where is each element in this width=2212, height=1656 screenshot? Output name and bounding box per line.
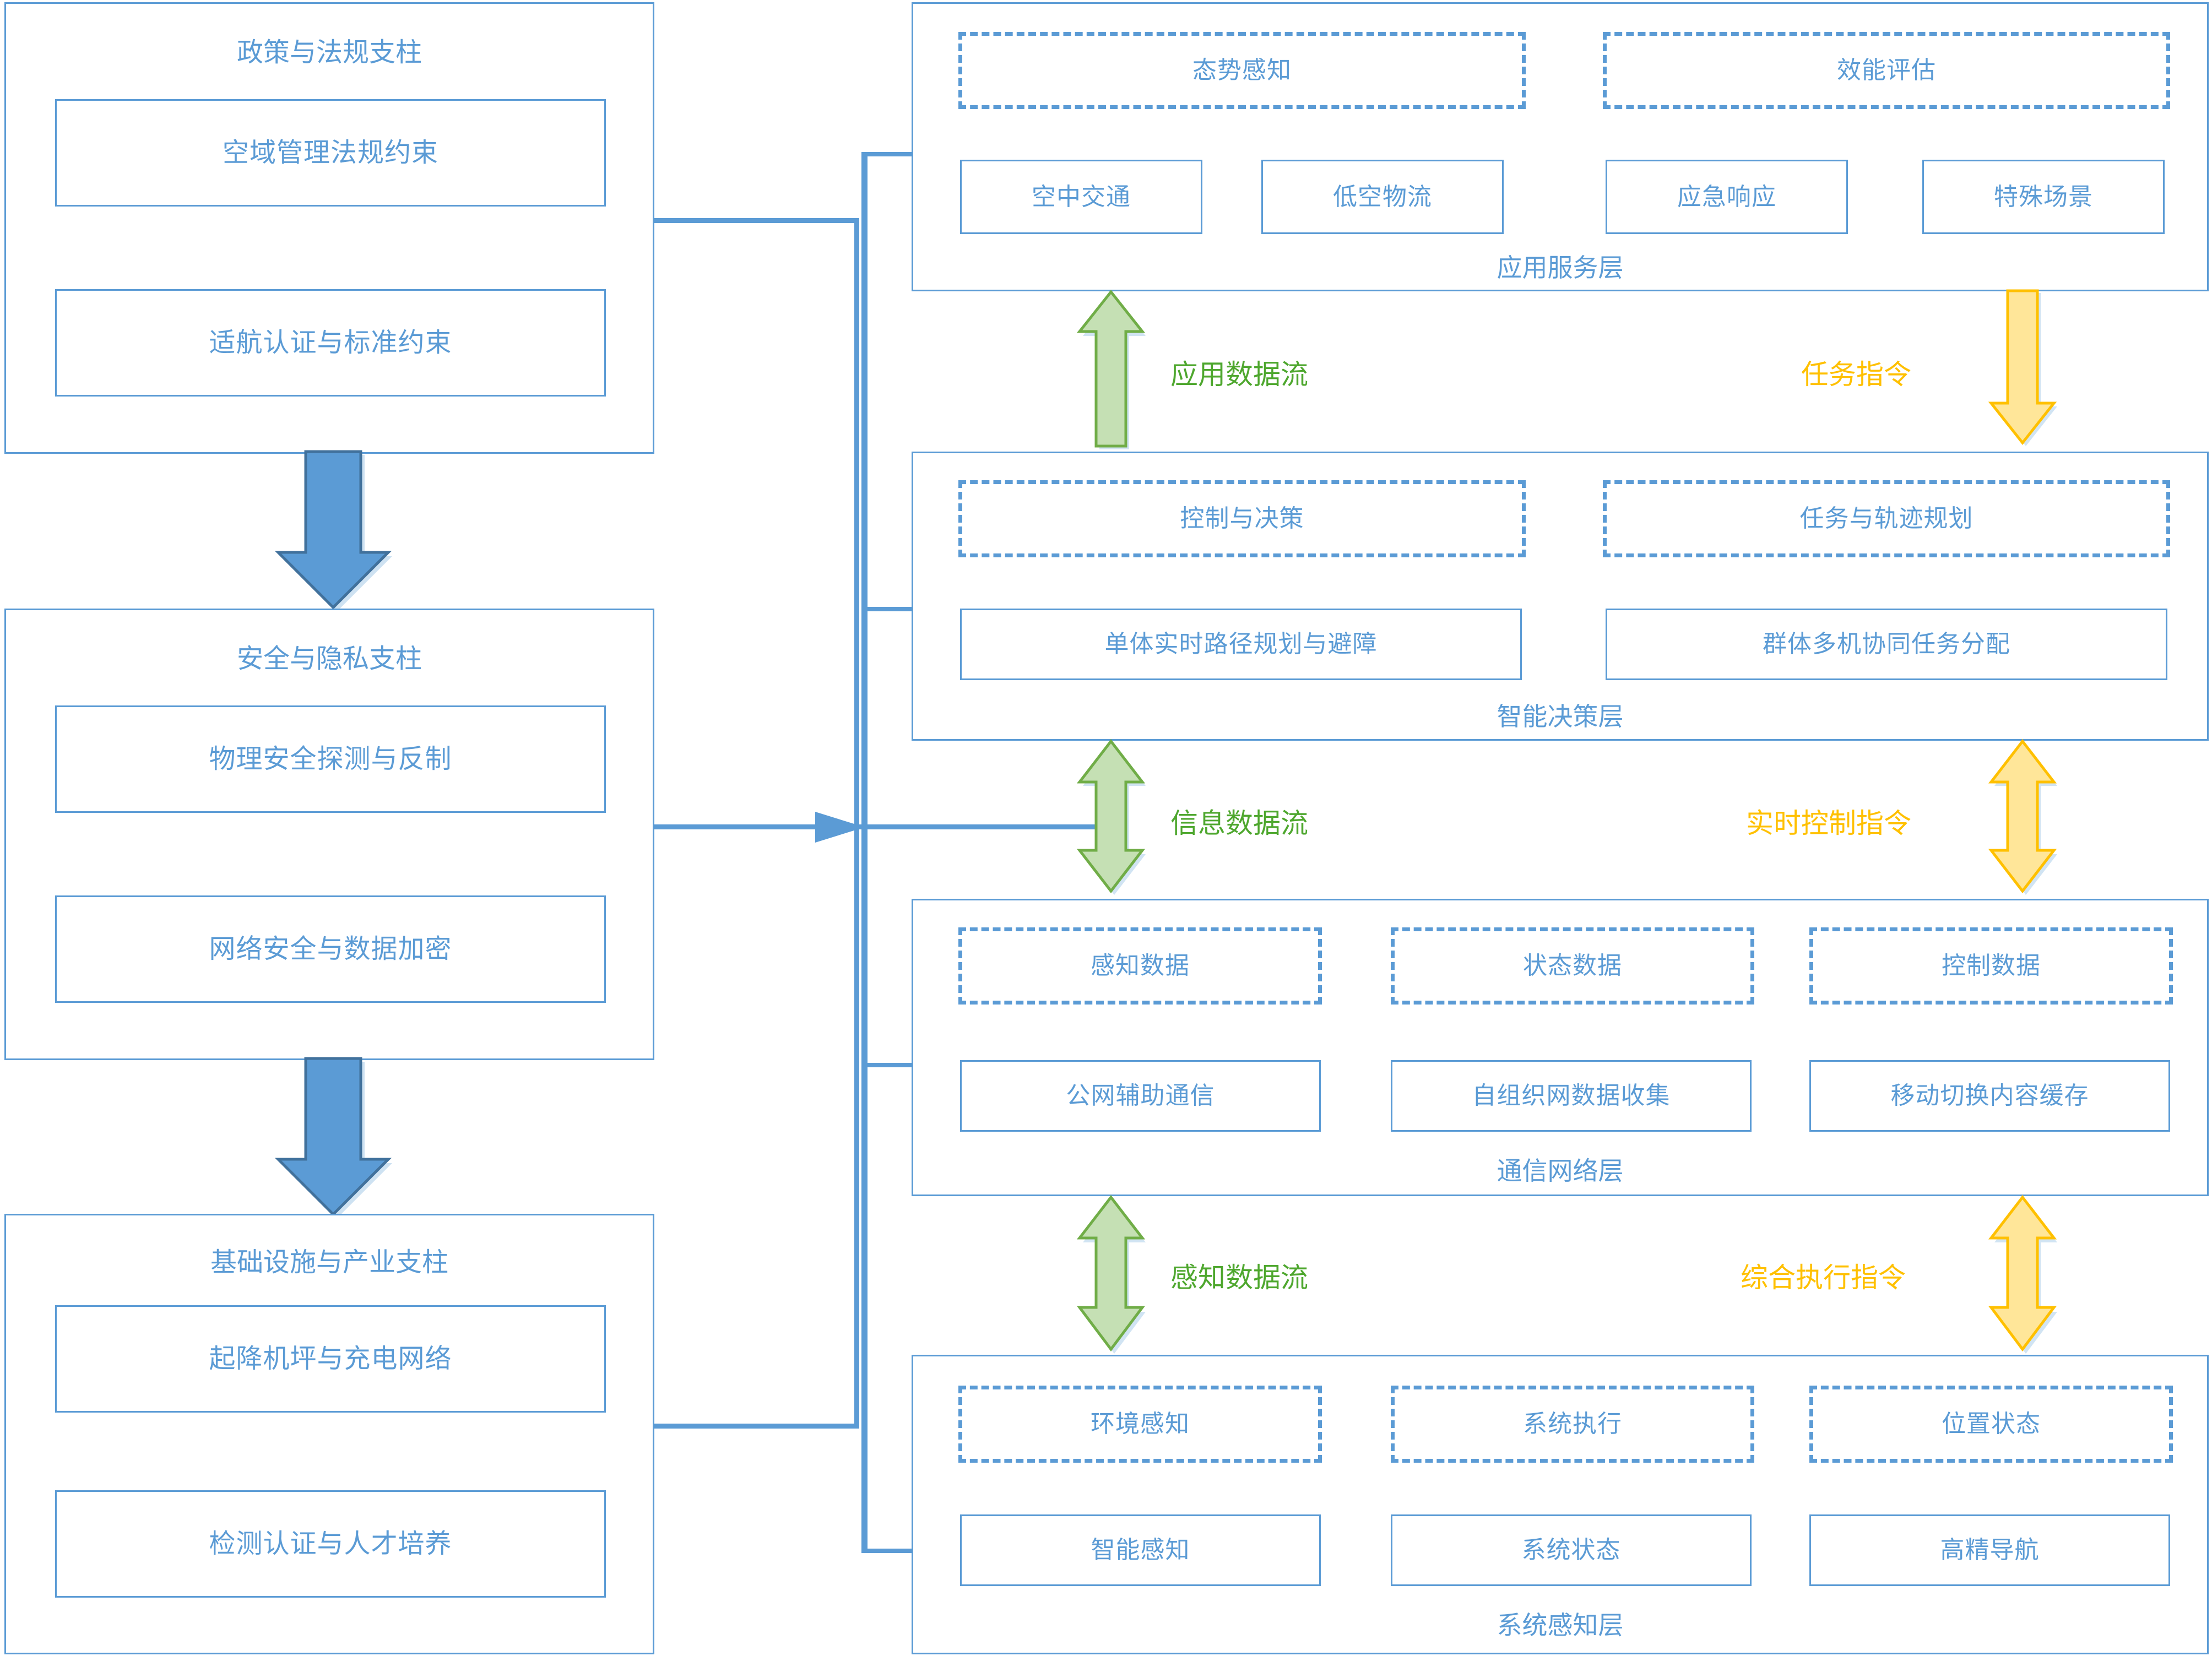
layer-solid-box: 公网辅助通信: [960, 1060, 1321, 1132]
dashed-box-label: 控制与决策: [1180, 505, 1304, 532]
layer-solid-box: 空中交通: [960, 160, 1202, 234]
pillar-item-box: 检测认证与人才培养: [55, 1490, 606, 1598]
bracket-right-spine: [861, 154, 868, 1553]
flow-label-application-data: 应用数据流: [1170, 359, 1308, 390]
layer-dashed-box: 态势感知: [958, 32, 1526, 109]
pillar-item-box: 网络安全与数据加密: [55, 895, 606, 1003]
bracket-left-stub-mid: [653, 824, 859, 829]
pillar-item-label: 空域管理法规约束: [222, 138, 438, 167]
solid-box-label: 公网辅助通信: [1066, 1082, 1215, 1109]
solid-box-label: 智能感知: [1091, 1536, 1190, 1563]
solid-box-label: 自组织网数据收集: [1472, 1082, 1671, 1109]
bracket-right-stub-4: [861, 1549, 914, 1553]
layer-solid-box: 系统状态: [1391, 1514, 1752, 1586]
pillar-title: 基础设施与产业支柱: [210, 1248, 448, 1277]
bracket-left-stub-bottom: [653, 1424, 859, 1429]
layer-solid-box: 自组织网数据收集: [1391, 1060, 1752, 1132]
solid-box-label: 低空物流: [1333, 183, 1432, 210]
layer-dashed-box: 状态数据: [1391, 927, 1754, 1005]
solid-box-label: 空中交通: [1032, 183, 1131, 210]
layer-dashed-box: 任务与轨迹规划: [1603, 480, 2170, 557]
solid-box-label: 高精导航: [1940, 1536, 2040, 1563]
pillar-down-arrow: [270, 450, 402, 611]
flow-arrow-down-amber: [1988, 289, 2060, 448]
dashed-box-label: 环境感知: [1091, 1410, 1190, 1437]
flow-arrow-bidirectional-green: [1076, 739, 1148, 899]
flow-label-integrated-execution: 综合执行指令: [1741, 1262, 1906, 1293]
dashed-box-label: 系统执行: [1523, 1410, 1622, 1437]
flow-label-sensing-data: 感知数据流: [1170, 1262, 1308, 1293]
layer-solid-box: 群体多机协同任务分配: [1606, 609, 2167, 680]
bracket-right-stub-3: [861, 1063, 914, 1067]
pillar-item-box: 起降机坪与充电网络: [55, 1305, 606, 1413]
solid-box-label: 单体实时路径规划与避障: [1104, 631, 1378, 658]
pillar-item-label: 适航认证与标准约束: [209, 328, 452, 357]
flow-arrow-bidirectional-amber: [1988, 1195, 2060, 1358]
pillar-item-label: 物理安全探测与反制: [209, 744, 452, 774]
layer-name: 智能决策层: [1497, 703, 1624, 731]
layer-name: 通信网络层: [1497, 1157, 1624, 1185]
layer-solid-box: 移动切换内容缓存: [1809, 1060, 2170, 1132]
layer-solid-box: 智能感知: [960, 1514, 1321, 1586]
pillar-item-box: 空域管理法规约束: [55, 99, 606, 207]
layer-name: 应用服务层: [1497, 254, 1624, 282]
dashed-box-label: 任务与轨迹规划: [1799, 505, 1974, 532]
flow-arrow-bidirectional-green: [1076, 1195, 1148, 1358]
pillar-item-box: 物理安全探测与反制: [55, 705, 606, 813]
layer-solid-box: 高精导航: [1809, 1514, 2170, 1586]
layer-dashed-box: 控制数据: [1809, 927, 2173, 1005]
flow-arrow-up-green: [1076, 289, 1148, 449]
solid-box-label: 系统状态: [1521, 1536, 1621, 1563]
flow-label-information-data: 信息数据流: [1170, 808, 1308, 839]
layer-dashed-box: 控制与决策: [958, 480, 1526, 557]
pillar-item-label: 起降机坪与充电网络: [209, 1344, 452, 1373]
layer-dashed-box: 位置状态: [1809, 1386, 2173, 1463]
layer-solid-box: 特殊场景: [1922, 160, 2165, 234]
pillar-down-arrow: [270, 1057, 402, 1218]
dashed-box-label: 状态数据: [1523, 952, 1622, 979]
layer-solid-box: 应急响应: [1606, 160, 1848, 234]
layer-dashed-box: 效能评估: [1603, 32, 2170, 109]
flow-label-realtime-control: 实时控制指令: [1746, 808, 1911, 839]
flow-arrow-bidirectional-amber: [1988, 739, 2060, 899]
solid-box-label: 移动切换内容缓存: [1890, 1082, 2089, 1109]
dashed-box-label: 感知数据: [1091, 952, 1190, 979]
bracket-right-stub-2: [861, 607, 914, 611]
layer-solid-box: 低空物流: [1261, 160, 1504, 234]
solid-box-label: 特殊场景: [1994, 183, 2093, 210]
dashed-box-label: 效能评估: [1837, 57, 1936, 84]
pillar-item-label: 网络安全与数据加密: [209, 934, 452, 964]
pillar-title: 政策与法规支柱: [236, 38, 422, 67]
solid-box-label: 应急响应: [1677, 183, 1776, 210]
pillar-item-label: 检测认证与人才培养: [209, 1529, 452, 1559]
layer-dashed-box: 环境感知: [958, 1386, 1322, 1463]
flow-label-task-command: 任务指令: [1801, 359, 1911, 390]
layer-name: 系统感知层: [1497, 1611, 1624, 1639]
layer-solid-box: 单体实时路径规划与避障: [960, 609, 1522, 680]
connector-line: [859, 824, 1096, 829]
layer-dashed-box: 系统执行: [1391, 1386, 1754, 1463]
bracket-left-stub-top: [653, 218, 859, 223]
dashed-box-label: 态势感知: [1192, 57, 1292, 84]
dashed-box-label: 控制数据: [1942, 952, 2041, 979]
layer-dashed-box: 感知数据: [958, 927, 1322, 1005]
connector-arrowhead-icon: [815, 811, 865, 844]
pillar-item-box: 适航认证与标准约束: [55, 289, 606, 397]
pillar-title: 安全与隐私支柱: [236, 644, 422, 674]
bracket-right-stub-1: [861, 152, 914, 156]
solid-box-label: 群体多机协同任务分配: [1763, 631, 2010, 658]
bracket-left-spine: [854, 218, 859, 1429]
dashed-box-label: 位置状态: [1942, 1410, 2041, 1437]
